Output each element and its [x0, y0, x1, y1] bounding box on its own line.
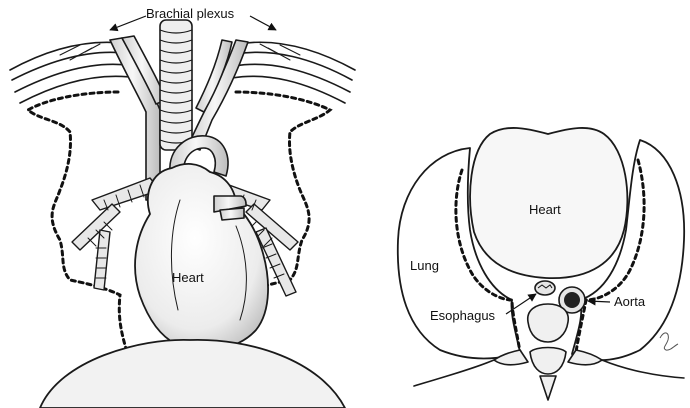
label-brachial-plexus: Brachial plexus	[146, 6, 235, 21]
rib-right	[602, 360, 684, 378]
label-esophagus: Esophagus	[430, 308, 496, 323]
diaphragm	[40, 340, 345, 408]
artist-signature	[660, 333, 678, 350]
label-aorta: Aorta	[614, 294, 646, 309]
arrow-brachial-plexus-left	[110, 16, 146, 30]
right-panel: Heart Lung Esophagus Aorta	[398, 128, 684, 400]
pulmonary-trunk-lower	[220, 208, 244, 220]
label-heart-right: Heart	[529, 202, 561, 217]
trachea	[160, 20, 192, 150]
label-heart-left: Heart	[172, 270, 204, 285]
rib-left	[414, 360, 494, 386]
brachial-plexus-right	[232, 42, 355, 103]
aorta-lumen	[564, 292, 580, 308]
label-lung: Lung	[410, 258, 439, 273]
arrow-brachial-plexus-right	[250, 16, 276, 30]
left-panel: Brachial plexus Heart	[10, 6, 355, 408]
